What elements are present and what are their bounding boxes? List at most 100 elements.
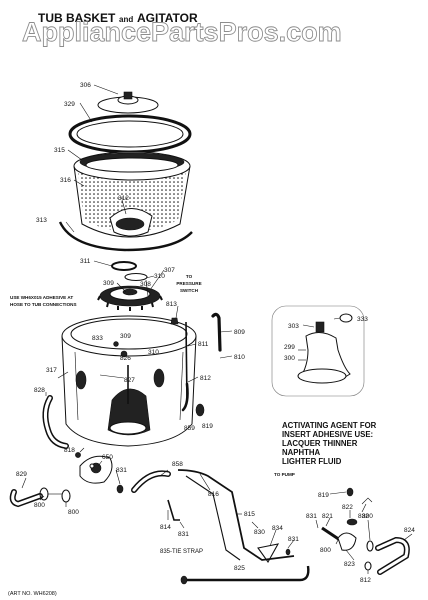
label-826: 826 bbox=[120, 355, 131, 362]
activating-line2: INSERT ADHESIVE USE: bbox=[282, 430, 373, 439]
label-831-mid: 831 bbox=[288, 536, 299, 543]
label-308: 308 bbox=[140, 281, 151, 288]
label-833: 833 bbox=[92, 335, 103, 342]
clip-832 bbox=[361, 497, 373, 505]
activating-line4: NAPHTHA bbox=[282, 448, 320, 457]
diagram-title: TUB BASKET and AGITATOR bbox=[38, 11, 198, 25]
label-309-tub: 309 bbox=[120, 333, 131, 340]
tube-816 bbox=[177, 469, 295, 561]
label-809: 809 bbox=[234, 329, 245, 336]
art-number: (ART NO. WH6208) bbox=[8, 591, 57, 597]
hose-800-left bbox=[39, 487, 71, 503]
label-812: 812 bbox=[200, 375, 211, 382]
clamp-812-right bbox=[364, 561, 372, 571]
fitting-834 bbox=[257, 543, 280, 564]
label-800-left: 800 bbox=[34, 502, 45, 509]
tube-815 bbox=[185, 475, 241, 561]
hose-828 bbox=[42, 395, 69, 449]
label-315: 315 bbox=[54, 147, 65, 154]
label-812-right: 812 bbox=[360, 577, 371, 584]
adhesive-note-line1: USE WH6X015 ADHESIVE AT bbox=[10, 295, 73, 300]
pressure-note-line3: SWITCH bbox=[180, 288, 199, 293]
hose-858 bbox=[116, 470, 171, 494]
label-831-left: 831 bbox=[116, 467, 127, 474]
label-831-low: 831 bbox=[178, 531, 189, 538]
adhesive-note-line2: HOSE TO TUB CONNECTIONS bbox=[10, 302, 77, 307]
label-824: 824 bbox=[404, 527, 415, 534]
label-821: 821 bbox=[322, 513, 333, 520]
pressure-note-line2: PRESSURE bbox=[176, 281, 201, 286]
leader-lines bbox=[21, 84, 413, 574]
hose-824 bbox=[375, 536, 410, 575]
label-317: 317 bbox=[46, 367, 57, 374]
label-329: 329 bbox=[64, 101, 75, 108]
clamp-831-mid bbox=[285, 548, 291, 556]
label-810: 810 bbox=[234, 354, 245, 361]
clamp-313 bbox=[58, 221, 193, 252]
label-819-right: 819 bbox=[318, 492, 329, 499]
label-832: 832 bbox=[358, 513, 369, 520]
hose-829 bbox=[9, 489, 43, 508]
label-299: 299 bbox=[284, 344, 295, 351]
pressure-note-line1: TO bbox=[186, 274, 193, 279]
label-300: 300 bbox=[284, 355, 295, 362]
outer-tub-317 bbox=[61, 315, 197, 447]
grommet-813 bbox=[170, 317, 179, 325]
label-311: 311 bbox=[80, 258, 91, 265]
label-859: 859 bbox=[184, 425, 195, 432]
plug-819-right bbox=[346, 487, 354, 497]
label-813: 813 bbox=[166, 301, 177, 308]
inset-frame bbox=[271, 305, 365, 397]
tube-814 bbox=[167, 499, 180, 521]
label-831-right: 831 bbox=[306, 513, 317, 520]
label-333: 333 bbox=[357, 316, 368, 323]
hose-825 bbox=[180, 565, 310, 585]
label-814: 814 bbox=[160, 524, 171, 531]
label-822: 822 bbox=[342, 504, 353, 511]
label-306: 306 bbox=[80, 82, 91, 89]
activating-line1: ACTIVATING AGENT FOR bbox=[282, 421, 377, 430]
clamp-818 bbox=[75, 452, 81, 458]
label-819: 819 bbox=[202, 423, 213, 430]
title-part1: TUB BASKET bbox=[38, 11, 116, 25]
hub-gear-308 bbox=[97, 285, 163, 311]
label-309-top: 309 bbox=[103, 280, 114, 287]
title-part3: AGITATOR bbox=[137, 11, 198, 25]
cap-333 bbox=[339, 313, 353, 323]
label-800-r1: 800 bbox=[362, 513, 373, 520]
part-labels: 306 329 315 316 312 313 311 310 307 309 … bbox=[16, 82, 415, 584]
label-303: 303 bbox=[288, 323, 299, 330]
basket-316 bbox=[73, 151, 191, 238]
label-825: 825 bbox=[234, 565, 245, 572]
label-830: 830 bbox=[254, 529, 265, 536]
balance-ring-329 bbox=[68, 114, 192, 154]
label-816: 816 bbox=[208, 491, 219, 498]
hose-809 bbox=[211, 312, 222, 352]
tie-strap-label: 835-TIE STRAP bbox=[160, 549, 203, 555]
activating-line5: LIGHTER FLUID bbox=[282, 457, 342, 466]
clamp-800-right bbox=[366, 540, 374, 552]
label-310: 310 bbox=[154, 273, 165, 280]
label-313: 313 bbox=[36, 217, 47, 224]
hose-812 bbox=[181, 382, 189, 412]
label-811: 811 bbox=[198, 341, 209, 348]
seal-311 bbox=[111, 261, 137, 271]
label-829: 829 bbox=[16, 471, 27, 478]
label-310-tub: 310 bbox=[148, 349, 159, 356]
label-307: 307 bbox=[164, 267, 175, 274]
plug-819 bbox=[195, 403, 205, 417]
to-pump-note: TO PUMP bbox=[274, 472, 295, 477]
watermark: AppliancePartsPros.com bbox=[22, 17, 342, 47]
label-818: 818 bbox=[64, 447, 75, 454]
label-828: 828 bbox=[34, 387, 45, 394]
label-650: 650 bbox=[102, 454, 113, 461]
agitator-300 bbox=[297, 321, 351, 384]
ring-310 bbox=[124, 272, 148, 282]
activating-line3: LACQUER THINNER bbox=[282, 439, 358, 448]
title-part2: and bbox=[119, 15, 133, 24]
adhesive-note: USE WH6X015 ADHESIVE AT HOSE TO TUB CONN… bbox=[10, 295, 77, 307]
pressure-switch-note: TO PRESSURE SWITCH bbox=[176, 274, 201, 293]
label-800-mid: 800 bbox=[68, 509, 79, 516]
agitator-cap-306 bbox=[97, 91, 159, 114]
